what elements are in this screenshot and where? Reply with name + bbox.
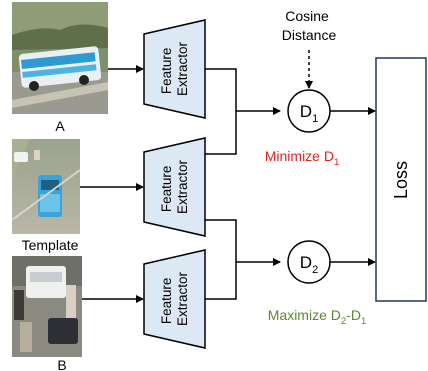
image-b-label: B: [57, 357, 66, 371]
svg-text:Feature Extractor: Feature Extractor: [159, 159, 190, 214]
minimize-label: Minimize D1: [265, 148, 340, 168]
connector-a-to-d1: [205, 68, 281, 115]
image-a: [12, 2, 108, 114]
svg-text:Feature Extractor: Feature Extractor: [159, 271, 190, 326]
maximize-sub2: 1: [361, 316, 366, 327]
svg-text:Feature Extractor: Feature Extractor: [159, 41, 190, 96]
cosine-distance-label: Cosine Distance: [282, 8, 337, 43]
extractor-template-line2: Extractor: [175, 159, 190, 214]
cosine-distance-line1: Cosine: [285, 8, 329, 24]
minimize-sub: 1: [334, 157, 339, 168]
cosine-distance-line2: Distance: [282, 27, 337, 43]
maximize-sub1: 2: [341, 316, 346, 327]
svg-text:D2: D2: [300, 253, 318, 276]
image-b: [12, 256, 82, 357]
loss-box: Loss: [375, 57, 427, 302]
image-a-label: A: [55, 118, 65, 134]
maximize-mid: -D: [346, 307, 361, 323]
loss-label: Loss: [391, 161, 411, 199]
d1-sub: 1: [312, 113, 318, 125]
maximize-label: Maximize D2-D1: [268, 307, 367, 327]
maximize-text: Maximize D: [268, 307, 341, 323]
connector-template-to-d1: [205, 111, 237, 155]
extractor-b-line2: Extractor: [175, 271, 190, 326]
extractor-template-line1: Feature: [159, 166, 174, 213]
feature-extractor-a: Feature Extractor: [143, 19, 206, 119]
extractor-a-line2: Extractor: [175, 41, 190, 96]
feature-extractor-b: Feature Extractor: [143, 249, 206, 349]
feature-extractor-template: Feature Extractor: [143, 137, 206, 237]
connector-b-to-d2: [205, 262, 237, 300]
d2-node: D2: [287, 240, 331, 284]
connector-template-to-d2: [205, 219, 281, 266]
d2-sub: 2: [312, 264, 318, 276]
d1-base: D: [300, 102, 312, 121]
extractor-b-line1: Feature: [159, 278, 174, 325]
svg-text:D1: D1: [300, 102, 318, 125]
d1-node: D1: [287, 89, 331, 133]
minimize-text: Minimize D: [265, 148, 334, 164]
image-template: [11, 139, 81, 234]
image-template-label: Template: [22, 237, 79, 253]
d2-base: D: [300, 253, 312, 272]
extractor-a-line1: Feature: [159, 48, 174, 95]
